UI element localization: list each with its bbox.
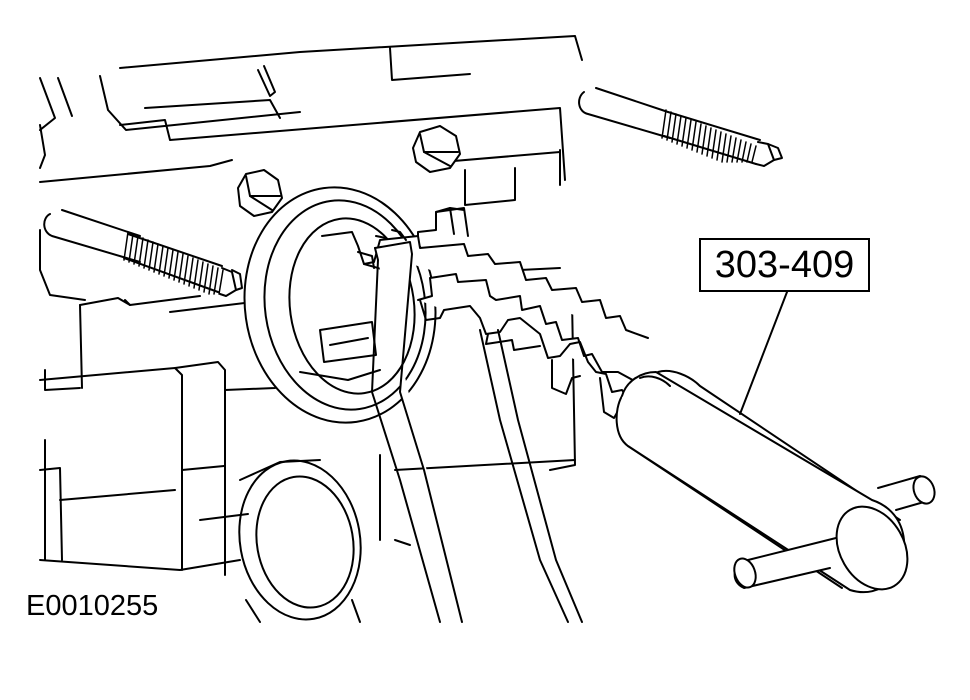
- tool-number-callout: 303-409: [699, 238, 870, 292]
- hex-nut-left: [237, 169, 283, 217]
- stud-bolt-left: [43, 209, 243, 297]
- stud-bolt-right: [578, 87, 783, 167]
- core-plug: [238, 459, 362, 623]
- tool-handle: [615, 370, 936, 594]
- hex-nut-right: [412, 125, 461, 173]
- callout-leader: [739, 291, 788, 415]
- figure-id-label: E0010255: [26, 590, 159, 622]
- alignment-plate-bars: [371, 229, 583, 623]
